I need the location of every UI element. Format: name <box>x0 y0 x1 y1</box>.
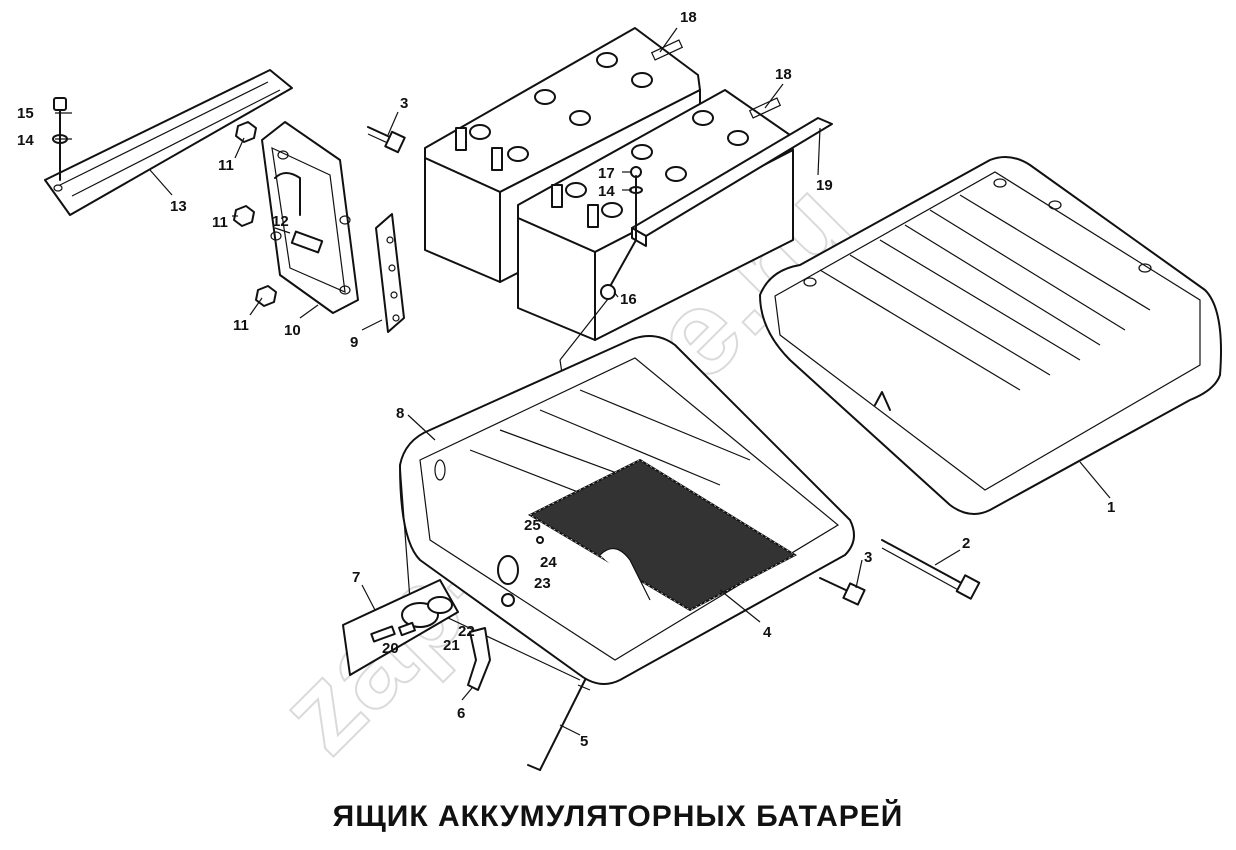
label-6: 6 <box>457 705 465 722</box>
bracket-frame <box>261 121 359 314</box>
lock-assembly <box>370 536 544 691</box>
label-11-c: 11 <box>233 317 249 334</box>
battery-box-lid <box>759 155 1222 515</box>
label-3-top: 3 <box>400 95 408 112</box>
mesh-mat <box>527 458 798 612</box>
label-20: 20 <box>382 640 399 657</box>
label-18-a: 18 <box>680 9 697 26</box>
label-8: 8 <box>396 405 404 422</box>
label-18-b: 18 <box>775 66 792 83</box>
label-1: 1 <box>1107 499 1115 516</box>
nut-11-group <box>233 121 277 307</box>
mounting-strip <box>44 69 293 216</box>
part-labels: 1 2 3 3 4 5 6 7 8 9 10 11 11 11 12 13 14… <box>17 9 1115 750</box>
label-17: 17 <box>598 165 615 182</box>
label-25: 25 <box>524 517 541 534</box>
battery-front <box>517 89 794 341</box>
label-11-a: 11 <box>218 157 234 174</box>
bolt-3-top <box>367 126 406 154</box>
label-13: 13 <box>170 198 187 215</box>
label-9: 9 <box>350 334 358 351</box>
label-14-b: 14 <box>598 183 615 200</box>
label-16: 16 <box>620 291 637 308</box>
bolt-12 <box>274 227 324 254</box>
label-14-a: 14 <box>17 132 34 149</box>
label-7: 7 <box>352 569 360 586</box>
leader-lines <box>55 27 1111 736</box>
label-22: 22 <box>458 623 475 640</box>
plate-9 <box>375 213 405 333</box>
diagram-title: ЯЩИК АККУМУЛЯТОРНЫХ БАТАРЕЙ <box>332 800 904 833</box>
label-23: 23 <box>534 575 551 592</box>
label-3-right: 3 <box>864 549 872 566</box>
label-21: 21 <box>443 637 460 654</box>
label-11-b: 11 <box>212 214 228 231</box>
label-12: 12 <box>272 213 289 230</box>
label-4: 4 <box>763 624 772 641</box>
label-2: 2 <box>962 535 970 552</box>
label-10: 10 <box>284 322 301 339</box>
label-19: 19 <box>816 177 833 194</box>
label-5: 5 <box>580 733 588 750</box>
label-15: 15 <box>17 105 34 122</box>
long-bolt-2 <box>881 539 981 600</box>
bolt-3-right <box>819 577 866 606</box>
rod-5 <box>527 679 591 771</box>
label-24: 24 <box>540 554 557 571</box>
